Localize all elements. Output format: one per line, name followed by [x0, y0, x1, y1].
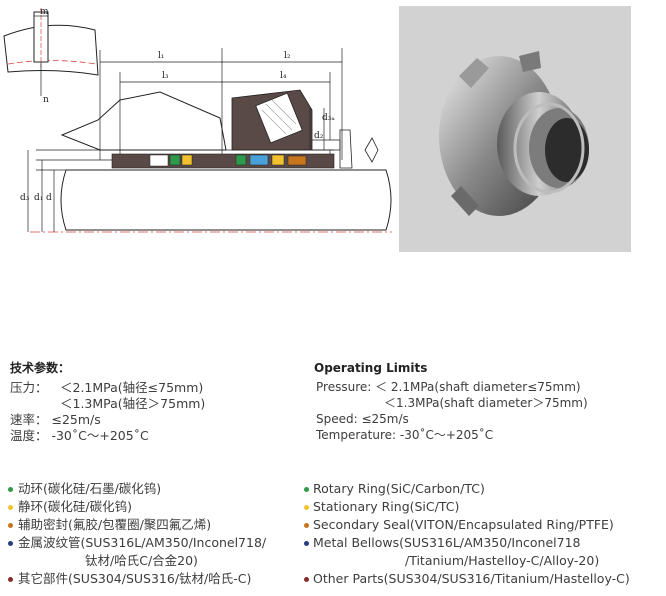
bullet-rotary-cn [8, 487, 13, 492]
pressure-1-en: Pressure: ＜ 2.1MPa(shaft diameter≤75mm) [316, 380, 581, 394]
label-d2: d₂ [314, 131, 324, 141]
label-n: n [43, 95, 49, 105]
bullet-stationary-cn [8, 505, 13, 510]
pressure-1-cn: ＜2.1MPa(轴径≤75mm) [60, 380, 204, 395]
bullet-secondary-en [304, 523, 309, 528]
material-rotary-cn: 动环(碳化硅/石墨/碳化钨) [18, 481, 162, 496]
bullet-rotary-en [304, 487, 309, 492]
material-secondary-cn: 辅助密封(氟胶/包覆圈/聚四氟乙烯) [18, 517, 212, 532]
spec-title-cn: 技术参数： [10, 361, 71, 375]
bullet-stationary-en [304, 505, 309, 510]
label-l3: l₃ [162, 71, 169, 81]
material-stationary-cn: 静环(碳化硅/碳化钨) [18, 499, 132, 514]
material-rotary-en: Rotary Ring(SiC/Carbon/TC) [313, 481, 485, 496]
spec-title-en: Operating Limits [314, 361, 428, 375]
bullet-other-cn [8, 577, 13, 582]
label-d3: d₃ [20, 193, 30, 203]
speed-cn: 速率： ≤25m/s [10, 412, 101, 427]
label-d3a: d₃ₐ [322, 113, 335, 123]
material-secondary-en: Secondary Seal(VITON/Encapsulated Ring/P… [313, 517, 614, 532]
label-d: d [46, 193, 52, 203]
material-other-cn: 其它部件(SUS304/SUS316/钛材/哈氏-C) [18, 571, 252, 586]
temperature-en: Temperature: -30˚C～+205˚C [316, 428, 494, 442]
material-bellows-cn-2: 钛材/哈氏C/合金20) [85, 553, 198, 568]
label-l2: l₂ [284, 51, 291, 61]
label-d1: d₁ [34, 193, 43, 203]
bullet-secondary-cn [8, 523, 13, 528]
bullet-other-en [304, 577, 309, 582]
label-l1: l₁ [158, 51, 165, 61]
pressure-2-en: ＜1.3MPa(shaft diameter＞75mm) [384, 396, 588, 410]
material-bellows-en: Metal Bellows(SUS316L/AM350/Inconel718 [313, 535, 581, 550]
speed-en: Speed: ≤25m/s [316, 412, 409, 426]
material-other-en: Other Parts(SUS304/SUS316/Titanium/Haste… [313, 571, 630, 586]
pressure-label-cn: 压力： [10, 380, 48, 395]
temperature-cn: 温度： -30˚C～+205˚C [10, 428, 149, 443]
material-stationary-en: Stationary Ring(SiC/TC) [313, 499, 460, 514]
label-l4: l₄ [280, 71, 287, 81]
bullet-bellows-en [304, 541, 309, 546]
seal-product-photo [399, 6, 631, 252]
seal-cross-section-drawing: m n l₁ l₂ l₃ l₄ d₃ d₁ d d₂ d₃ₐ [3, 7, 392, 233]
material-bellows-cn: 金属波纹管(SUS316L/AM350/Inconel718/ [18, 535, 267, 550]
material-bellows-en-2: /Titanium/Hastelloy-C/Alloy-20) [405, 553, 600, 568]
bullet-bellows-cn [8, 541, 13, 546]
pressure-2-cn: ＜1.3MPa(轴径＞75mm) [60, 396, 206, 411]
label-m: m [40, 7, 49, 17]
